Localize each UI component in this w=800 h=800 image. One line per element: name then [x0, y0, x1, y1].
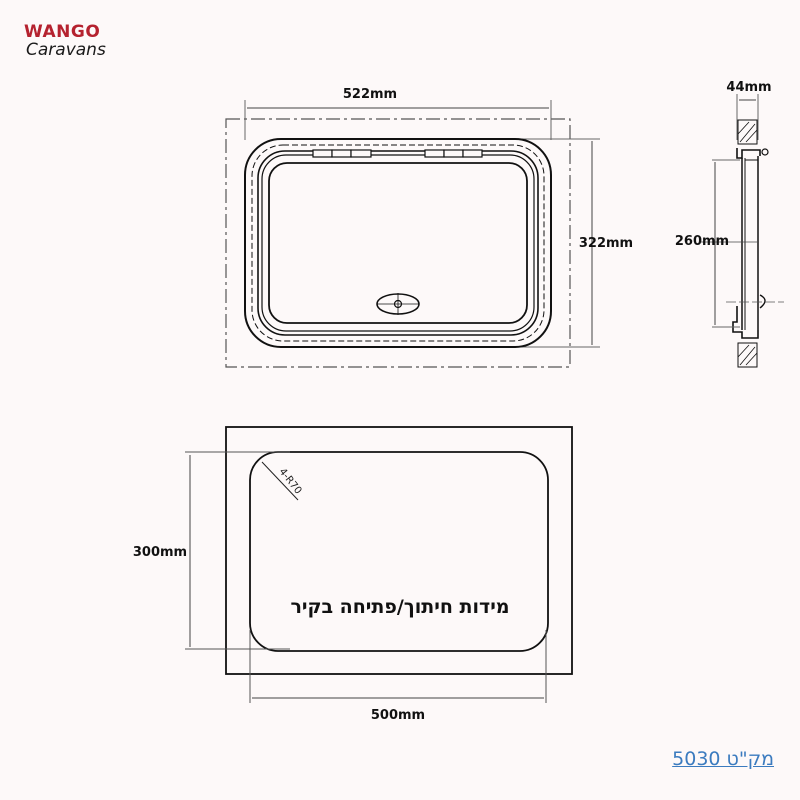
side-depth-label: 44mm	[726, 80, 771, 95]
side-view	[700, 94, 784, 368]
front-view	[225, 100, 600, 368]
side-height-label: 260mm	[675, 234, 729, 249]
cutout-caption: מידות חיתוך/פתיחה בקיר	[290, 596, 509, 618]
cutout-view	[185, 426, 573, 703]
front-height-label: 322mm	[579, 236, 633, 251]
front-width-label: 522mm	[343, 87, 397, 102]
hinge-icon	[312, 149, 483, 158]
cutout-height-label: 300mm	[133, 545, 187, 560]
oval-lock-icon	[376, 293, 420, 315]
brand-logo-caravans: Caravans	[26, 40, 106, 60]
sku-link[interactable]: מק"ט 5030	[672, 748, 774, 770]
cutout-width-label: 500mm	[371, 708, 425, 723]
brand-logo-wango: WANGO	[24, 22, 101, 42]
